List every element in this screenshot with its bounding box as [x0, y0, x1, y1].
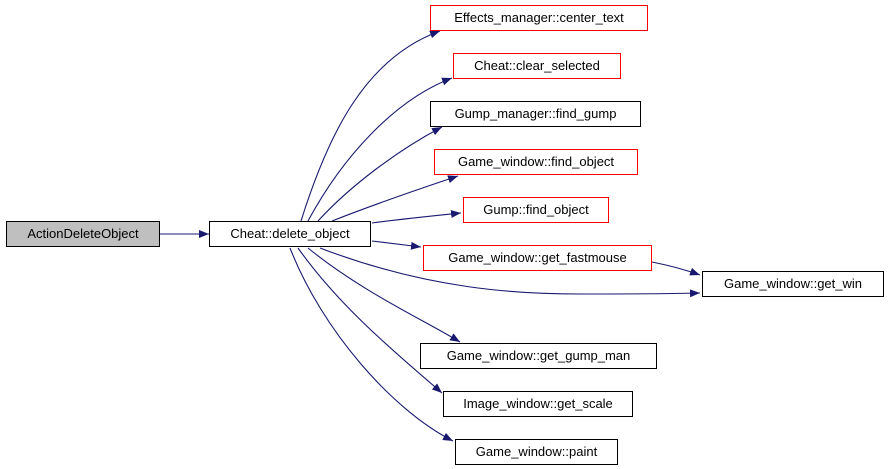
node-cheat-clear-selected[interactable]: Cheat::clear_selected	[453, 53, 621, 79]
node-gump-manager-find-gump[interactable]: Gump_manager::find_gump	[430, 101, 641, 127]
node-effects-manager-center-text[interactable]: Effects_manager::center_text	[430, 5, 648, 31]
edge-delete-object-to-get-gump-man	[307, 247, 461, 343]
node-actiondeleteobject: ActionDeleteObject	[6, 221, 160, 247]
node-game-window-get-fastmouse[interactable]: Game_window::get_fastmouse	[423, 245, 652, 271]
node-game-window-find-object[interactable]: Game_window::find_object	[434, 149, 638, 175]
node-cheat-delete-object[interactable]: Cheat::delete_object	[209, 221, 371, 247]
node-image-window-get-scale[interactable]: Image_window::get_scale	[443, 391, 633, 417]
edge-delete-object-to-get-win	[319, 247, 701, 298]
edge-delete-object-to-get-scale	[297, 247, 443, 394]
node-game-window-get-win[interactable]: Game_window::get_win	[702, 271, 884, 297]
edge-get-fastmouse-to-get-win	[651, 261, 701, 276]
node-game-window-paint[interactable]: Game_window::paint	[455, 439, 618, 465]
edge-delete-object-to-paint	[289, 247, 454, 442]
edge-delete-object-to-center-text	[300, 30, 441, 222]
node-gump-find-object[interactable]: Gump::find_object	[463, 197, 609, 223]
node-game-window-get-gump-man[interactable]: Game_window::get_gump_man	[420, 343, 657, 369]
edge-delete-object-to-find-object	[331, 175, 459, 222]
edge-delete-object-to-clear-selected	[307, 77, 453, 222]
edge-delete-object-to-get-fastmouse	[371, 240, 422, 250]
edge-delete-object-to-find-gump	[317, 126, 443, 222]
edge-delete-object-to-gump-find-object	[371, 210, 462, 224]
